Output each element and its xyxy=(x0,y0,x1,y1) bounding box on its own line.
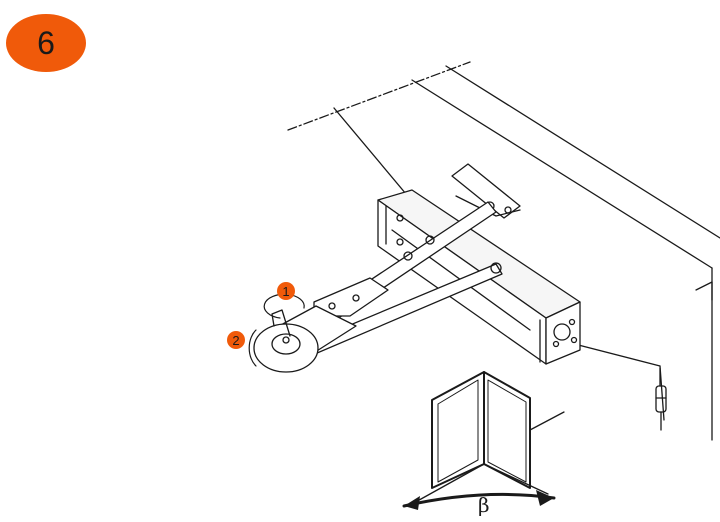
pivot-assembly xyxy=(253,309,319,373)
adjust-arrow-2 xyxy=(248,329,257,367)
callout-2-label: 2 xyxy=(232,333,239,348)
step-number-overlay: 6 xyxy=(6,14,86,72)
angle-door-illustration xyxy=(402,371,565,510)
ceiling-dash-line xyxy=(287,61,471,131)
callout-1-label: 1 xyxy=(282,284,289,299)
step-badge-circle xyxy=(6,14,86,72)
callout-1: 1 xyxy=(277,282,295,300)
adjust-arrow-1 xyxy=(263,293,305,319)
door-hinge xyxy=(655,367,667,431)
angle-beta-label: β xyxy=(478,493,490,517)
step-number-text: 6 xyxy=(37,24,55,61)
callout-2: 2 xyxy=(227,331,245,349)
